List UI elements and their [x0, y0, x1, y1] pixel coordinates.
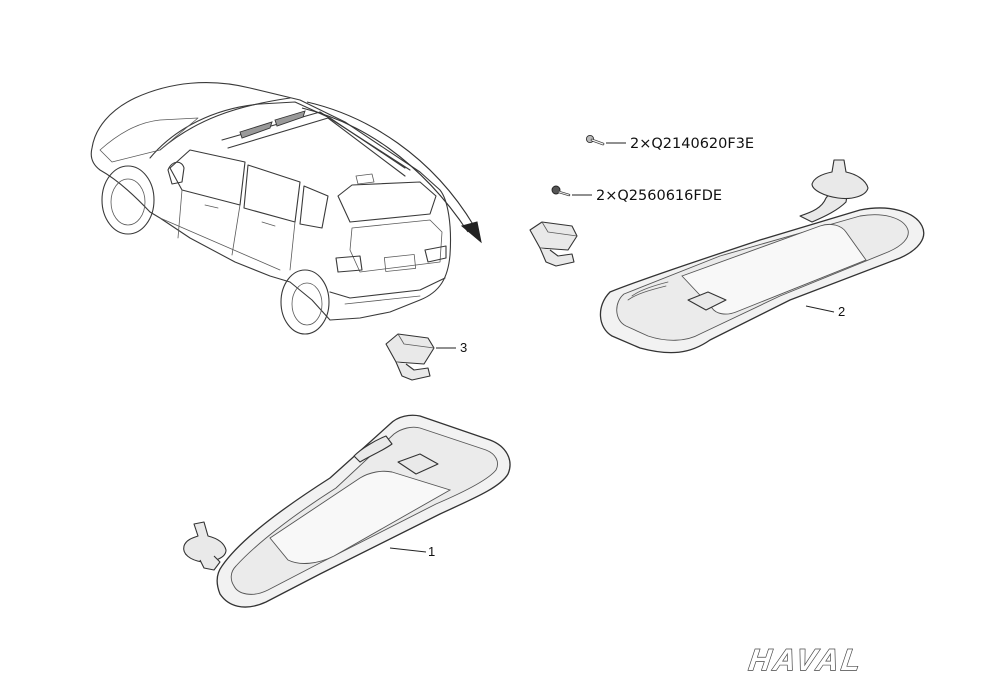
haval-logo: HAVAL: [746, 643, 866, 677]
leader-line-1: [389, 547, 427, 553]
screw-b: [551, 185, 571, 197]
vehicle-illustration: [90, 81, 452, 335]
screw-a: [585, 134, 605, 146]
callout-1: 1: [428, 544, 435, 559]
callout-2: 2: [838, 304, 845, 319]
haval-logo-text: HAVAL: [747, 644, 865, 677]
sun-visor-left: [183, 414, 511, 608]
sun-visor-clip-upper: [529, 221, 578, 267]
fastener-label-a: 2×Q2140620F3E: [630, 136, 754, 152]
callout-3: 3: [460, 340, 467, 355]
leader-line-2: [805, 305, 835, 313]
sun-visor-clip: [385, 333, 435, 381]
sun-visor-right: [599, 159, 925, 354]
fastener-label-b: 2×Q2560616FDE: [596, 188, 722, 204]
direction-arrow: [301, 101, 482, 244]
